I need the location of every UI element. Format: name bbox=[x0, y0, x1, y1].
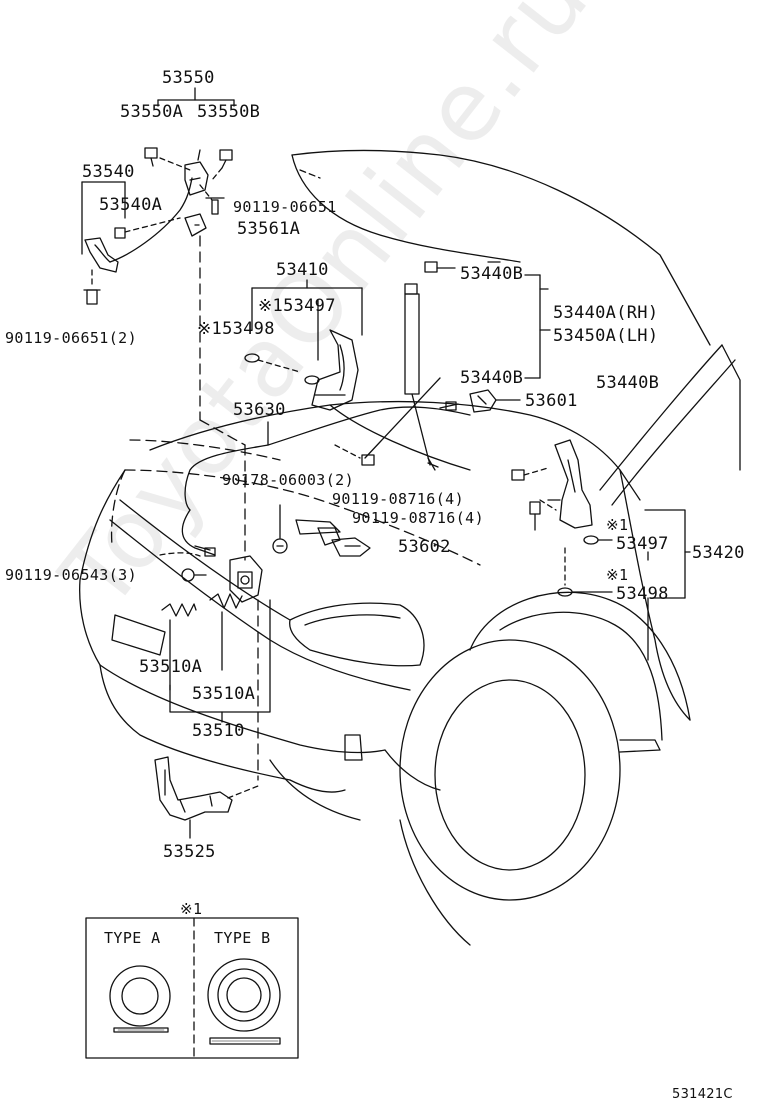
label-53510: 53510 bbox=[192, 721, 245, 741]
label-53498-right: 53498 bbox=[616, 584, 669, 604]
label-53450a-lh: 53450A(LH) bbox=[553, 326, 659, 346]
label-53497-top: ※153497 bbox=[258, 296, 336, 316]
label-53561a: 53561A bbox=[237, 219, 301, 239]
label-90178-06003: 90178-06003(2) bbox=[222, 471, 355, 489]
leader-lines bbox=[487, 261, 549, 290]
label-53630: 53630 bbox=[233, 400, 286, 420]
label-90119-06543: 90119-06543(3) bbox=[5, 566, 138, 584]
label-90119-06651: 90119-06651 bbox=[233, 198, 337, 216]
washer-legend bbox=[85, 917, 299, 1059]
label-53540a: 53540A bbox=[99, 195, 163, 215]
label-53510a-a: 53510A bbox=[139, 657, 203, 677]
label-90119-06651-2: 90119-06651(2) bbox=[5, 329, 138, 347]
label-53440b-top: 53440B bbox=[460, 264, 524, 284]
vehicle-outline bbox=[79, 149, 741, 946]
label-53440b-mid: 53440B bbox=[460, 368, 524, 388]
label-53550: 53550 bbox=[162, 68, 215, 88]
lock-support-53410 bbox=[244, 279, 363, 411]
label-53497-right: 53497 bbox=[616, 534, 669, 554]
cushion-53601-53602 bbox=[272, 389, 521, 557]
label-53440b-right: 53440B bbox=[596, 373, 660, 393]
label-53498-top: ※153498 bbox=[197, 319, 275, 339]
release-cable-53630 bbox=[159, 406, 471, 557]
label-53420: 53420 bbox=[692, 543, 745, 563]
bracket-53525 bbox=[154, 756, 259, 839]
legend-type-b: TYPE B bbox=[214, 929, 271, 947]
diagram-code: 531421C bbox=[672, 1087, 733, 1102]
label-53540: 53540 bbox=[82, 162, 135, 182]
latch-assembly-53550 bbox=[144, 87, 246, 561]
label-53601: 53601 bbox=[525, 391, 578, 411]
label-mark-1-b: ※1 bbox=[606, 566, 629, 584]
label-90119-08716-a: 90119-08716(4) bbox=[332, 490, 465, 508]
legend-type-a: TYPE A bbox=[104, 929, 161, 947]
label-53602: 53602 bbox=[398, 537, 451, 557]
hood-support-strut bbox=[334, 261, 551, 471]
label-53410: 53410 bbox=[276, 260, 329, 280]
label-90119-08716-b: 90119-08716(4) bbox=[352, 509, 485, 527]
label-53440a-rh: 53440A(RH) bbox=[553, 303, 659, 323]
hood-lock-53510 bbox=[161, 555, 271, 781]
label-mark-1-a: ※1 bbox=[606, 516, 629, 534]
label-53510a-b: 53510A bbox=[192, 684, 256, 704]
label-53550b: 53550B bbox=[197, 102, 261, 122]
hinge-53420 bbox=[511, 439, 691, 661]
label-53550a: 53550A bbox=[120, 102, 184, 122]
hinge-lever-53540 bbox=[81, 177, 193, 305]
legend-mark: ※1 bbox=[180, 900, 203, 918]
label-53525: 53525 bbox=[163, 842, 216, 862]
